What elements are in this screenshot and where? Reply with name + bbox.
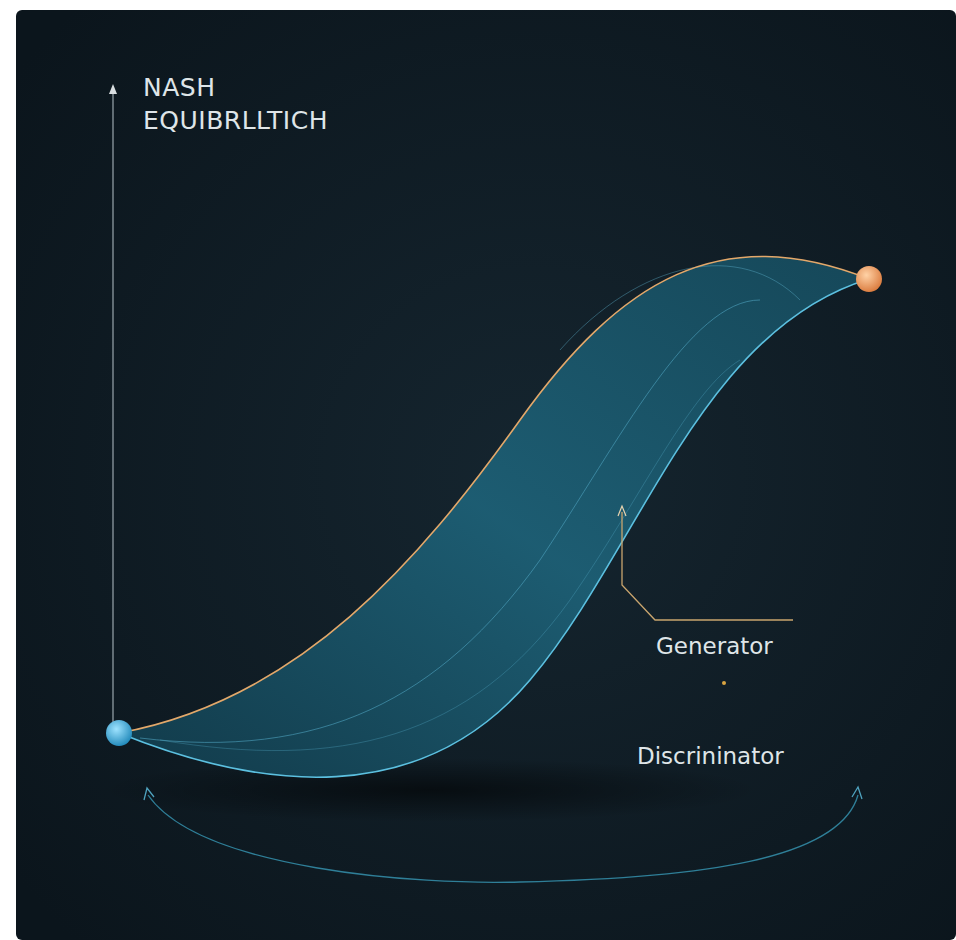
discriminator-label: Discrininator [637, 742, 877, 772]
title-label: NASH EQUIBRLLTICH [143, 72, 378, 137]
arc-arrowhead [852, 787, 862, 799]
cycle-arc [148, 795, 858, 882]
end-point [856, 266, 882, 292]
axis-line [112, 92, 113, 728]
arc-arrowhead [144, 788, 154, 800]
leader-arrowhead [618, 506, 626, 516]
start-point [106, 720, 132, 746]
ribbon-surface [119, 256, 869, 777]
generator-edge [119, 256, 869, 733]
ribbon-fold [140, 300, 760, 742]
ribbon-fold [160, 360, 740, 751]
background-panel [16, 10, 956, 940]
ribbon-fold [560, 266, 800, 350]
discriminator-edge [119, 279, 869, 777]
leader-line [622, 512, 793, 620]
generator-label: Generator [656, 632, 856, 662]
marker-dot [722, 681, 726, 685]
axis-arrowhead [109, 84, 117, 94]
